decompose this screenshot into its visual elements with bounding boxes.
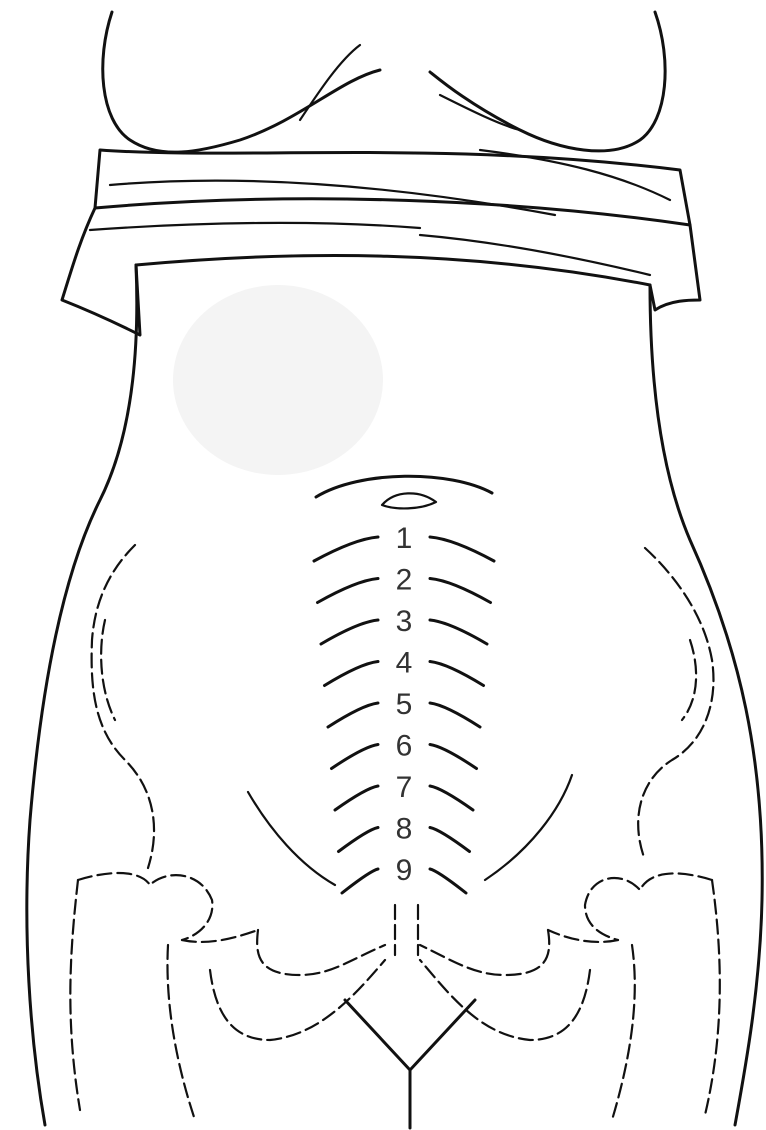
fundal-level-label-9: 9 [396, 854, 413, 887]
fundal-level-arc-left-8 [339, 828, 379, 852]
pubic-lines [345, 1000, 475, 1128]
fundal-level-label-7: 7 [396, 771, 413, 804]
fundal-level-label-8: 8 [396, 813, 413, 846]
fundal-level-arc-left-4 [325, 662, 379, 686]
fundal-level-arc-left-3 [321, 620, 378, 644]
fundal-level-label-5: 5 [396, 688, 413, 721]
fundal-level-arc-right-3 [430, 620, 487, 644]
fundal-level-arc-right-9 [430, 869, 466, 893]
fundal-level-arc-right-8 [430, 828, 470, 852]
fundal-level-label-4: 4 [396, 647, 413, 680]
fundal-level-label-3: 3 [396, 605, 413, 638]
fundal-level-labels: 1 2 3 4 5 6 7 8 9 [396, 522, 413, 887]
fundal-level-arc-left-7 [335, 786, 378, 810]
fundal-level-arc-right-6 [430, 745, 477, 769]
body-outline [27, 265, 762, 1125]
fundal-level-label-6: 6 [396, 730, 413, 763]
fundal-level-arc-right-2 [430, 579, 491, 603]
fundal-level-arc-left-5 [328, 703, 378, 727]
breasts-outline [103, 12, 665, 152]
fundal-level-arc-right-7 [430, 786, 473, 810]
fundal-level-label-1: 1 [396, 522, 413, 555]
fundal-level-arc-right-1 [430, 537, 494, 561]
umbilicus [382, 493, 436, 508]
fundal-level-arc-left-2 [318, 579, 379, 603]
fundal-level-label-2: 2 [396, 564, 413, 597]
fundal-level-arc-left-9 [342, 869, 378, 893]
fundal-level-arc-left-6 [332, 745, 379, 769]
fundal-level-arc-left-1 [314, 537, 378, 561]
garment-band [62, 150, 700, 335]
fundal-level-arc-right-5 [430, 703, 480, 727]
glow-patch [173, 285, 383, 475]
fundal-level-arc-right-4 [430, 662, 484, 686]
